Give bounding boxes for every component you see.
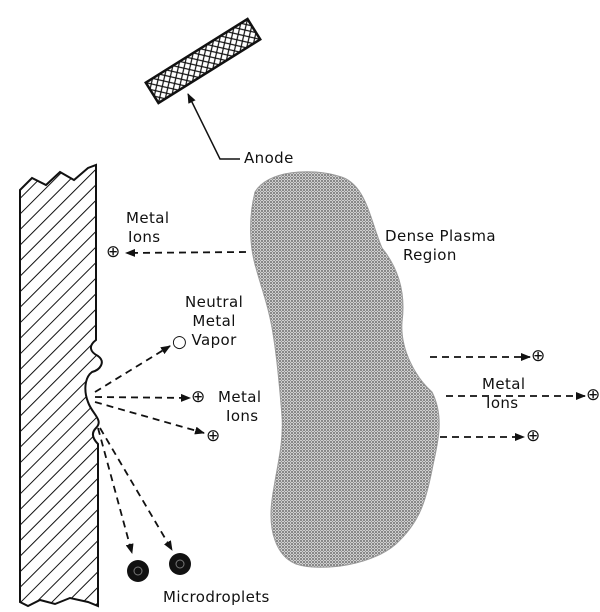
arrow-crater-to-droplet-2 — [100, 428, 172, 550]
anode-leader-line — [188, 94, 240, 159]
microdroplets — [127, 553, 191, 582]
neutral-vapor-label: Neutral Metal Vapor — [185, 293, 243, 350]
arrow-crater-to-ion-1 — [95, 397, 190, 398]
cathode-wall — [20, 165, 102, 606]
dense-plasma-label: Dense Plasma Region — [385, 227, 496, 265]
arrow-crater-to-ion-2 — [95, 402, 204, 433]
arrow-crater-to-droplet-1 — [98, 428, 132, 553]
microdroplets-label: Microdroplets — [163, 588, 270, 607]
metal-ions-label-right: Metal Ions — [482, 375, 525, 413]
metal-ions-label-middle: Metal Ions — [218, 388, 261, 426]
metal-ion-icon-middle-2: ⊕ — [206, 427, 221, 446]
neutral-vapor-icon: ○ — [172, 333, 187, 352]
metal-ions-label-upper-left: Metal Ions — [126, 209, 169, 247]
metal-ion-icon-upper-left: ⊕ — [106, 243, 121, 262]
anode-label: Anode — [244, 149, 294, 168]
metal-ion-icon-right-1: ⊕ — [531, 347, 546, 366]
arrow-plasma-to-ion-left — [126, 252, 246, 253]
microdroplet-1 — [127, 560, 149, 582]
metal-ion-icon-right-2: ⊕ — [586, 386, 600, 405]
microdroplet-2 — [169, 553, 191, 575]
metal-ion-icon-right-3: ⊕ — [526, 427, 541, 446]
arrow-crater-to-vapor — [95, 346, 170, 392]
metal-ion-icon-middle-1: ⊕ — [191, 388, 206, 407]
anode-bar — [146, 19, 260, 103]
